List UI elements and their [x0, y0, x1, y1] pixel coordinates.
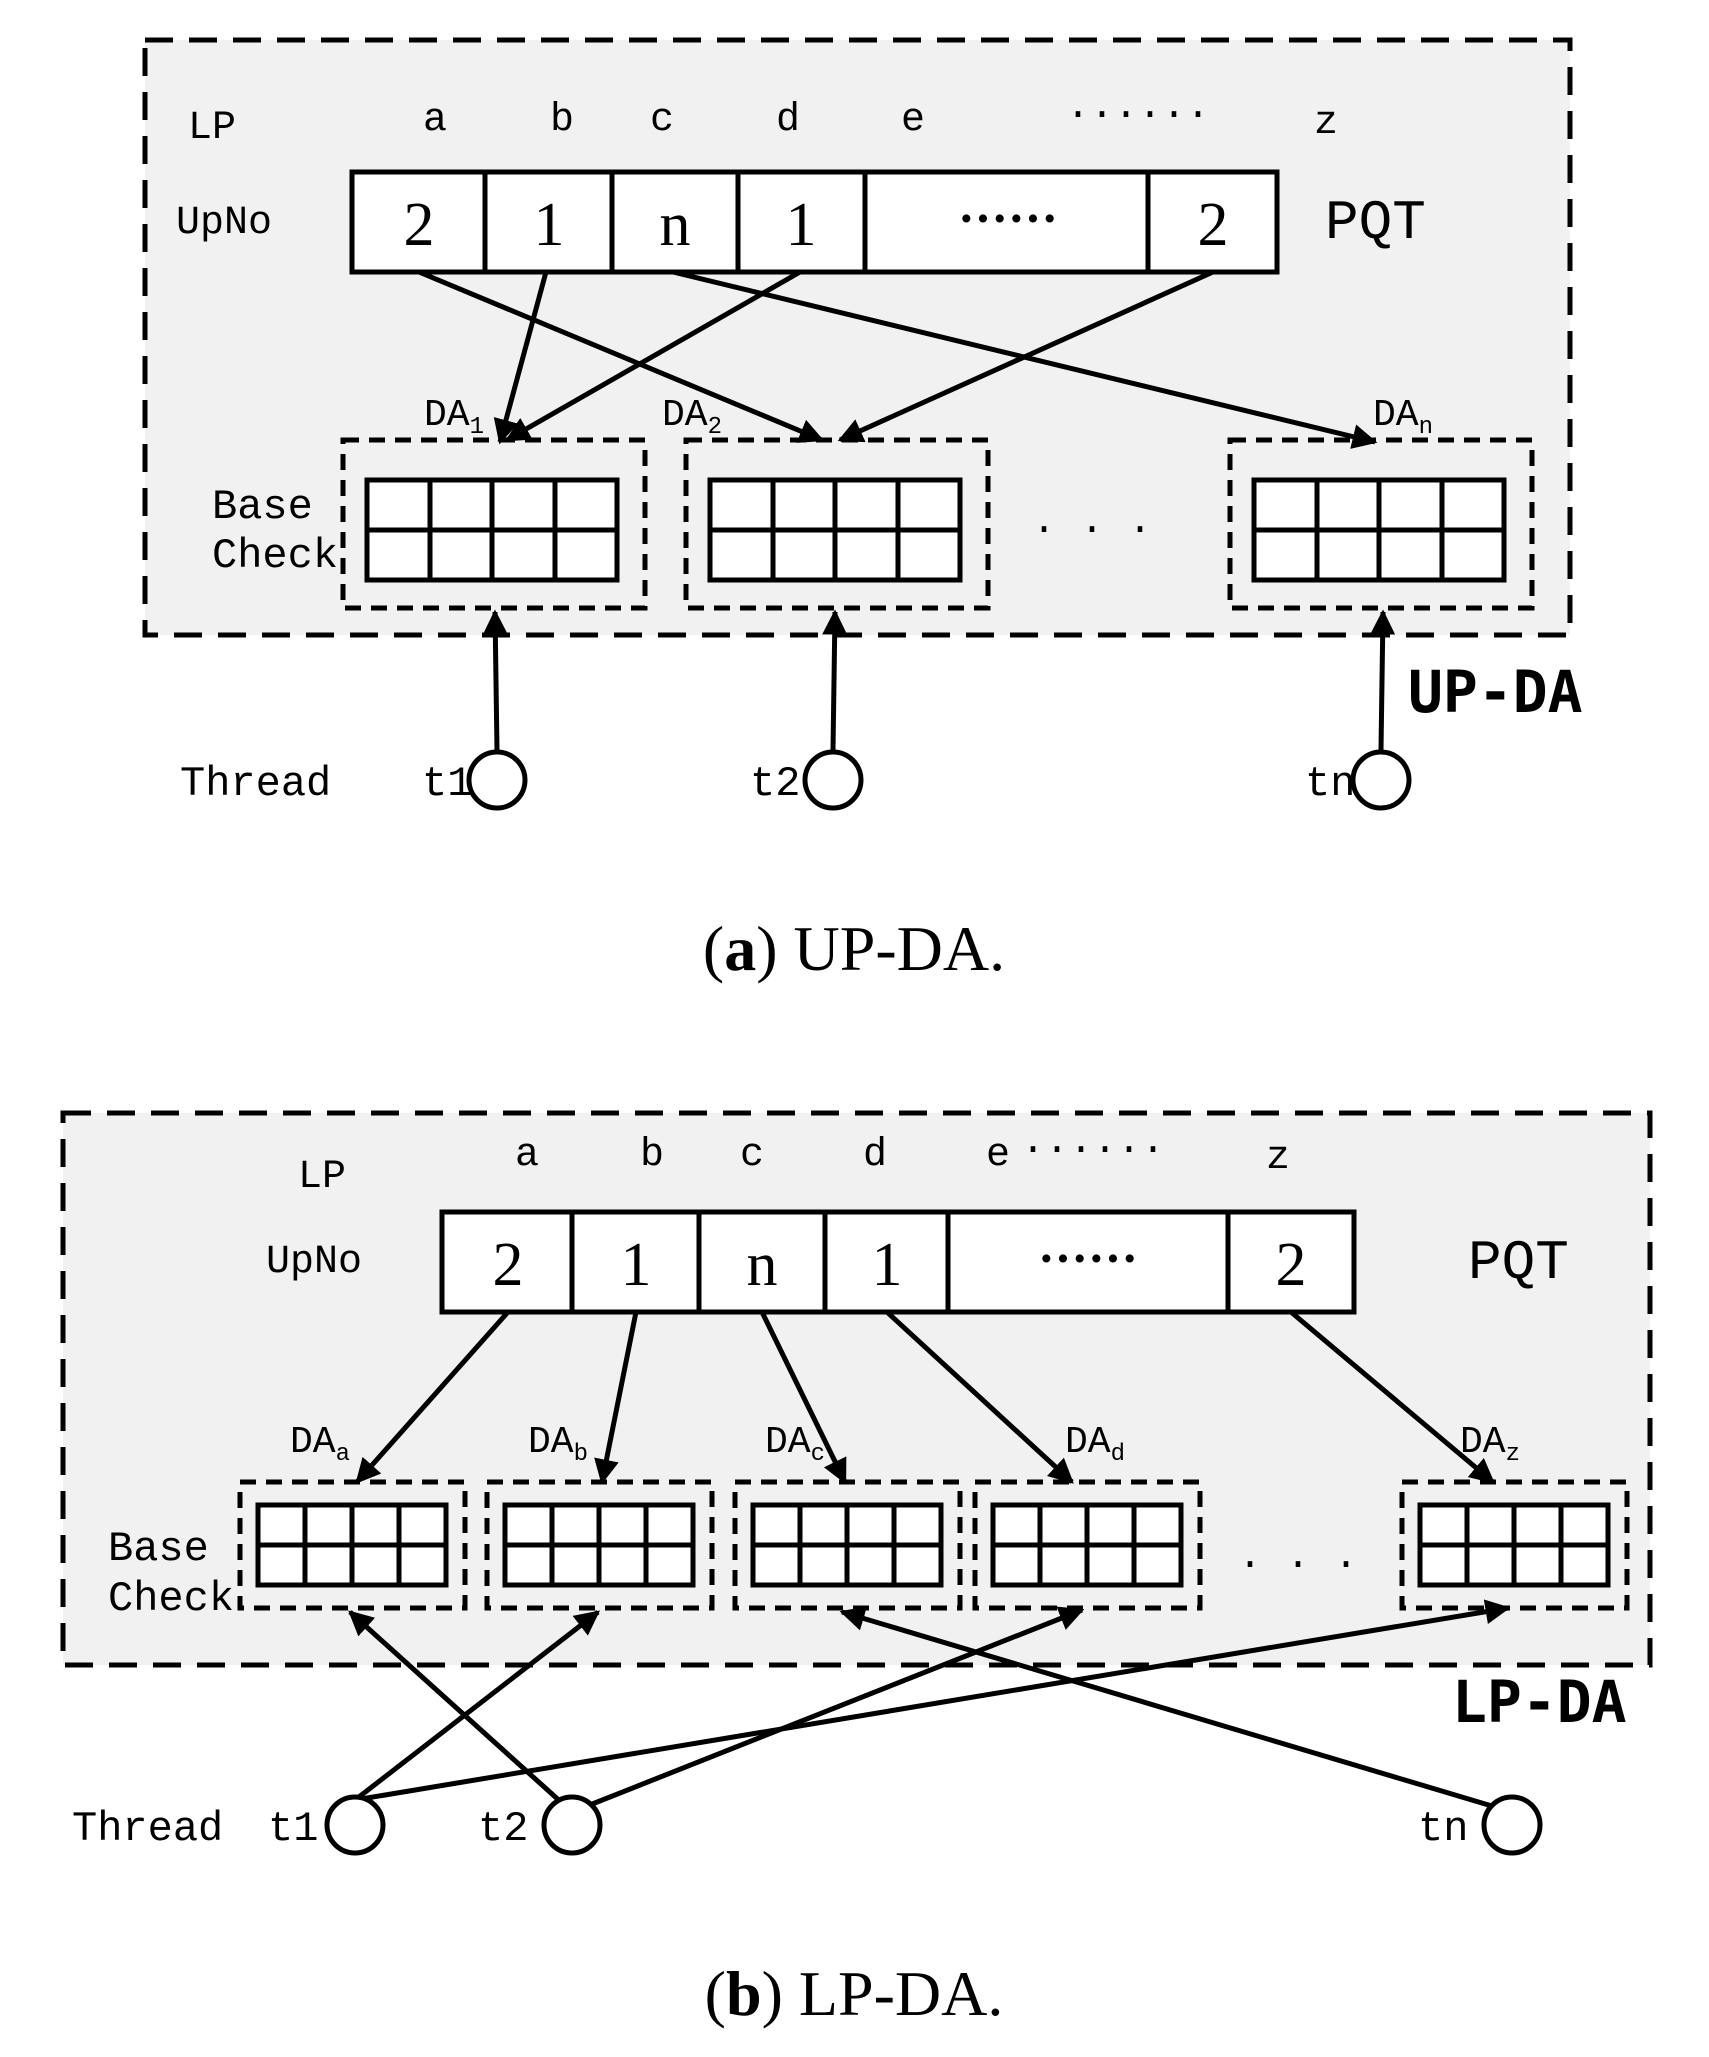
letter-a: a [515, 1133, 539, 1178]
pqt-cell-d: 1 [786, 191, 817, 259]
da-label-1: DA1 [424, 394, 484, 441]
upno-label: UpNo [176, 201, 272, 246]
letter-b: b [640, 1133, 664, 1178]
da-block-2 [683, 437, 991, 611]
letter-c: c [740, 1133, 764, 1178]
da-block-z [1399, 1479, 1630, 1611]
pqt-cell-ellipsis: ······ [958, 190, 1058, 246]
da-ellipsis: · · · [1032, 508, 1152, 553]
letter-ellipsis: ······ [1066, 93, 1210, 138]
pqt-label: PQT [1468, 1231, 1569, 1295]
thread-tn-label: tn [1305, 760, 1355, 808]
thread-t2-node [541, 1794, 603, 1856]
thread-t2-node [802, 749, 864, 811]
da-block-n [1227, 437, 1535, 611]
pqt-to-da-arrows [418, 269, 1378, 449]
thread-tn-label: tn [1418, 1805, 1468, 1853]
pqt-cell-b: 1 [534, 191, 565, 259]
caption-a: (a) UP-DA. [703, 913, 1005, 984]
da-block-b [484, 1479, 715, 1611]
letter-a: a [423, 98, 447, 143]
letter-ellipsis: ······ [1021, 1128, 1165, 1173]
thread-label: Thread [72, 1805, 223, 1853]
thread-tn-node [1350, 749, 1412, 811]
letter-e: e [901, 98, 925, 143]
pqt-cell-b: 1 [621, 1231, 652, 1299]
pqt-array: 2 1 n 1 ······ 2 [439, 1209, 1357, 1315]
panel-a: LP a b c d e ······ z UpNo 2 1 n 1 ·····… [142, 37, 1583, 984]
da-label-n: DAn [1373, 394, 1433, 441]
pqt-cell-c: n [747, 1231, 778, 1299]
da-label-z: DAz [1460, 1421, 1520, 1468]
da-label-d: DAd [1065, 1421, 1125, 1468]
lp-da-label: LP-DA [1452, 1668, 1627, 1736]
pqt-cell-z: 2 [1276, 1231, 1307, 1299]
letter-d: d [776, 98, 800, 143]
check-label: Check [212, 532, 338, 580]
up-da-label: UP-DA [1408, 658, 1583, 726]
letter-z: z [1266, 1136, 1290, 1181]
caption-b: (b) LP-DA. [705, 1958, 1004, 2029]
pqt-cell-ellipsis: ······ [1038, 1230, 1138, 1286]
thread-label: Thread [180, 760, 331, 808]
check-label: Check [108, 1575, 234, 1623]
da-block-c [732, 1479, 963, 1611]
thread-tn-node [1481, 1794, 1543, 1856]
pqt-array: 2 1 n 1 ······ 2 [349, 169, 1280, 275]
thread-t2-label: t2 [750, 760, 800, 808]
letter-b: b [550, 98, 574, 143]
pqt-cell-z: 2 [1198, 191, 1229, 259]
thread-arrows [348, 1599, 1513, 1815]
thread-t2-label: t2 [478, 1805, 528, 1853]
da-label-a: DAa [290, 1421, 350, 1468]
base-label: Base [212, 483, 313, 531]
lp-label: LP [188, 106, 236, 151]
base-label: Base [108, 1525, 209, 1573]
da-ellipsis: · · · [1238, 1543, 1358, 1588]
pqt-cell-a: 2 [493, 1231, 524, 1299]
letter-d: d [863, 1133, 887, 1178]
thread-arrows [482, 609, 1396, 751]
letter-e: e [986, 1133, 1010, 1178]
lp-label: LP [298, 1155, 346, 1200]
da-block-d [972, 1479, 1203, 1611]
da-block-a [237, 1479, 468, 1611]
upno-label: UpNo [266, 1240, 362, 1285]
da-label-b: DAb [528, 1421, 588, 1468]
da-block-1 [340, 437, 648, 611]
letter-z: z [1314, 101, 1338, 146]
thread-t1-label: t1 [268, 1805, 318, 1853]
da-label-2: DA2 [662, 394, 722, 441]
thread-t1-label: t1 [422, 760, 472, 808]
pqt-cell-c: n [660, 191, 691, 259]
pqt-label: PQT [1325, 191, 1426, 255]
panel-b: LP a b c d e ······ z UpNo 2 1 n 1 ·····… [60, 1110, 1653, 2029]
thread-t1-node [324, 1794, 386, 1856]
pqt-cell-d: 1 [872, 1231, 903, 1299]
pqt-to-da-arrows [355, 1310, 1495, 1485]
da-label-c: DAc [765, 1421, 825, 1468]
thread-t1-node [466, 749, 528, 811]
letter-c: c [650, 98, 674, 143]
pqt-cell-a: 2 [404, 191, 435, 259]
